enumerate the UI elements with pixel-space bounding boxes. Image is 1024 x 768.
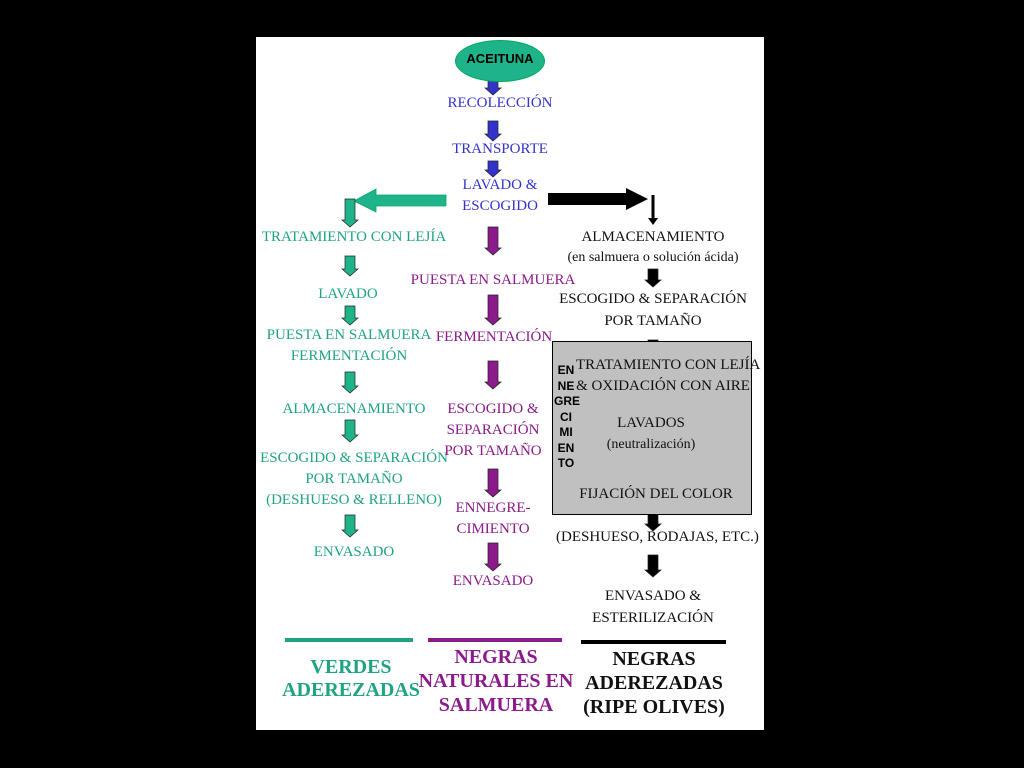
flow-arrow-purple [484, 360, 502, 390]
black-step-4b: (neutralización) [606, 437, 696, 452]
purple-step-4b: CIMIENTO [456, 521, 530, 537]
black-step-4a: LAVADOS [617, 415, 685, 431]
flow-arrow-green [341, 255, 359, 277]
flow-arrow-purple [484, 468, 502, 498]
root-node [455, 40, 545, 82]
flow-arrow-green [341, 371, 359, 394]
step-lavado-a: LAVADO & [462, 177, 538, 193]
purple-step-3c: POR TAMAÑO [444, 443, 542, 459]
green-step-5b: POR TAMAÑO [305, 471, 403, 487]
green-step-5a: ESCOGIDO & SEPARACIÓN [260, 450, 448, 466]
black-step-5: FIJACIÓN DEL COLOR [579, 486, 733, 502]
black-category-a: NEGRAS [612, 648, 696, 670]
purple-step-3a: ESCOGIDO & [447, 401, 539, 417]
flow-arrow-blue [484, 120, 502, 142]
black-step-3b: & OXIDACIÓN CON AIRE [576, 378, 750, 394]
flow-arrow-black [644, 268, 662, 288]
purple-category-b: NATURALES EN [418, 670, 574, 692]
black-category-c: (RIPE OLIVES) [583, 696, 725, 718]
purple-step-2: FERMENTACIÓN [435, 329, 553, 345]
black-step-7a: ENVASADO & [605, 588, 701, 604]
green-step-6: ENVASADO [313, 544, 395, 560]
flow-arrow-black [644, 554, 662, 578]
flow-arrow-purple [484, 294, 502, 326]
green-step-1: TRATAMIENTO CON LEJÍA [261, 229, 447, 245]
root-label: ACEITUNA [466, 51, 534, 66]
ennegrecimiento-box [552, 341, 752, 515]
black-step-1a: ALMACENAMIENTO [581, 229, 725, 245]
purple-category-a: NEGRAS [454, 646, 538, 668]
purple-step-3b: SEPARACIÓN [446, 422, 540, 438]
purple-category-c: SALMUERA [438, 694, 554, 716]
ennegrecimiento-label: EN NE GRE CI MI EN TO [554, 363, 581, 470]
flow-arrow-black-right [548, 188, 648, 210]
purple-category-line [428, 638, 562, 642]
flow-arrow-green [341, 198, 359, 228]
black-step-1b: (en salmuera o solución ácida) [567, 250, 739, 265]
purple-step-5: ENVASADO [452, 573, 534, 589]
black-category-line [581, 640, 726, 644]
purple-step-1: PUESTA EN SALMUERA [410, 272, 576, 288]
black-step-2a: ESCOGIDO & SEPARACIÓN [559, 291, 747, 307]
green-step-4: ALMACENAMIENTO [282, 401, 426, 417]
green-step-3a: PUESTA EN SALMUERA [266, 327, 432, 343]
flow-arrow-green [341, 419, 359, 443]
step-lavado-b: ESCOGIDO [462, 198, 538, 214]
black-step-6: (DESHUESO, RODAJAS, ETC.) [556, 529, 759, 545]
green-step-5c: (DESHUESO & RELLENO) [266, 492, 442, 508]
green-category-line [285, 638, 413, 642]
flow-arrow-green [341, 305, 359, 326]
flow-arrow-blue [484, 160, 502, 178]
step-transporte: TRANSPORTE [452, 141, 548, 157]
black-step-3a: TRATAMIENTO CON LEJÍA [576, 357, 761, 373]
flow-arrow-green [341, 514, 359, 538]
flow-arrow-purple [484, 542, 502, 572]
green-step-3b: FERMENTACIÓN [290, 348, 408, 364]
black-category-b: ADEREZADAS [585, 672, 723, 694]
green-category-a: VERDES [310, 656, 392, 678]
flow-arrow-black [648, 195, 658, 225]
green-step-2: LAVADO [318, 286, 378, 302]
black-step-7b: ESTERILIZACIÓN [592, 610, 714, 626]
flow-arrow-green-left [353, 188, 447, 213]
purple-step-4a: ENNEGRE- [455, 500, 531, 516]
green-category-b: ADEREZADAS [282, 679, 420, 701]
flow-arrow-purple [484, 226, 502, 256]
black-step-2b: POR TAMAÑO [604, 313, 702, 329]
diagram-slide: ACEITUNA RECOLECCIÓN TRANSPORTE LAVADO &… [256, 37, 764, 730]
step-recoleccion: RECOLECCIÓN [447, 95, 553, 111]
